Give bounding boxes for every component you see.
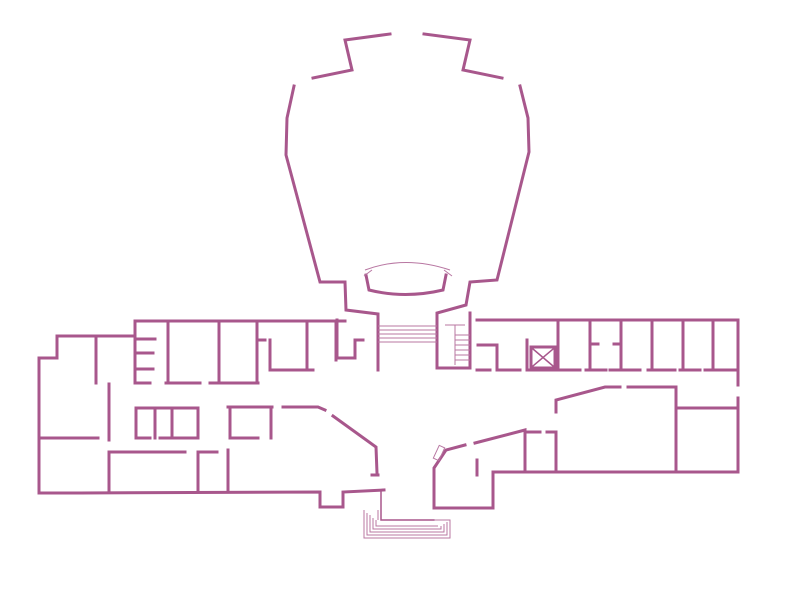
auditorium: [284, 32, 531, 372]
kiosk: [432, 444, 446, 462]
stage-edge: [364, 273, 448, 296]
entrance-stairs: [363, 489, 451, 539]
bridge-stairs: [378, 324, 470, 365]
elevator-icon: [529, 345, 557, 370]
east-wing: [432, 318, 740, 510]
stage-arc: [364, 262, 451, 271]
west-wing: [37, 319, 386, 509]
